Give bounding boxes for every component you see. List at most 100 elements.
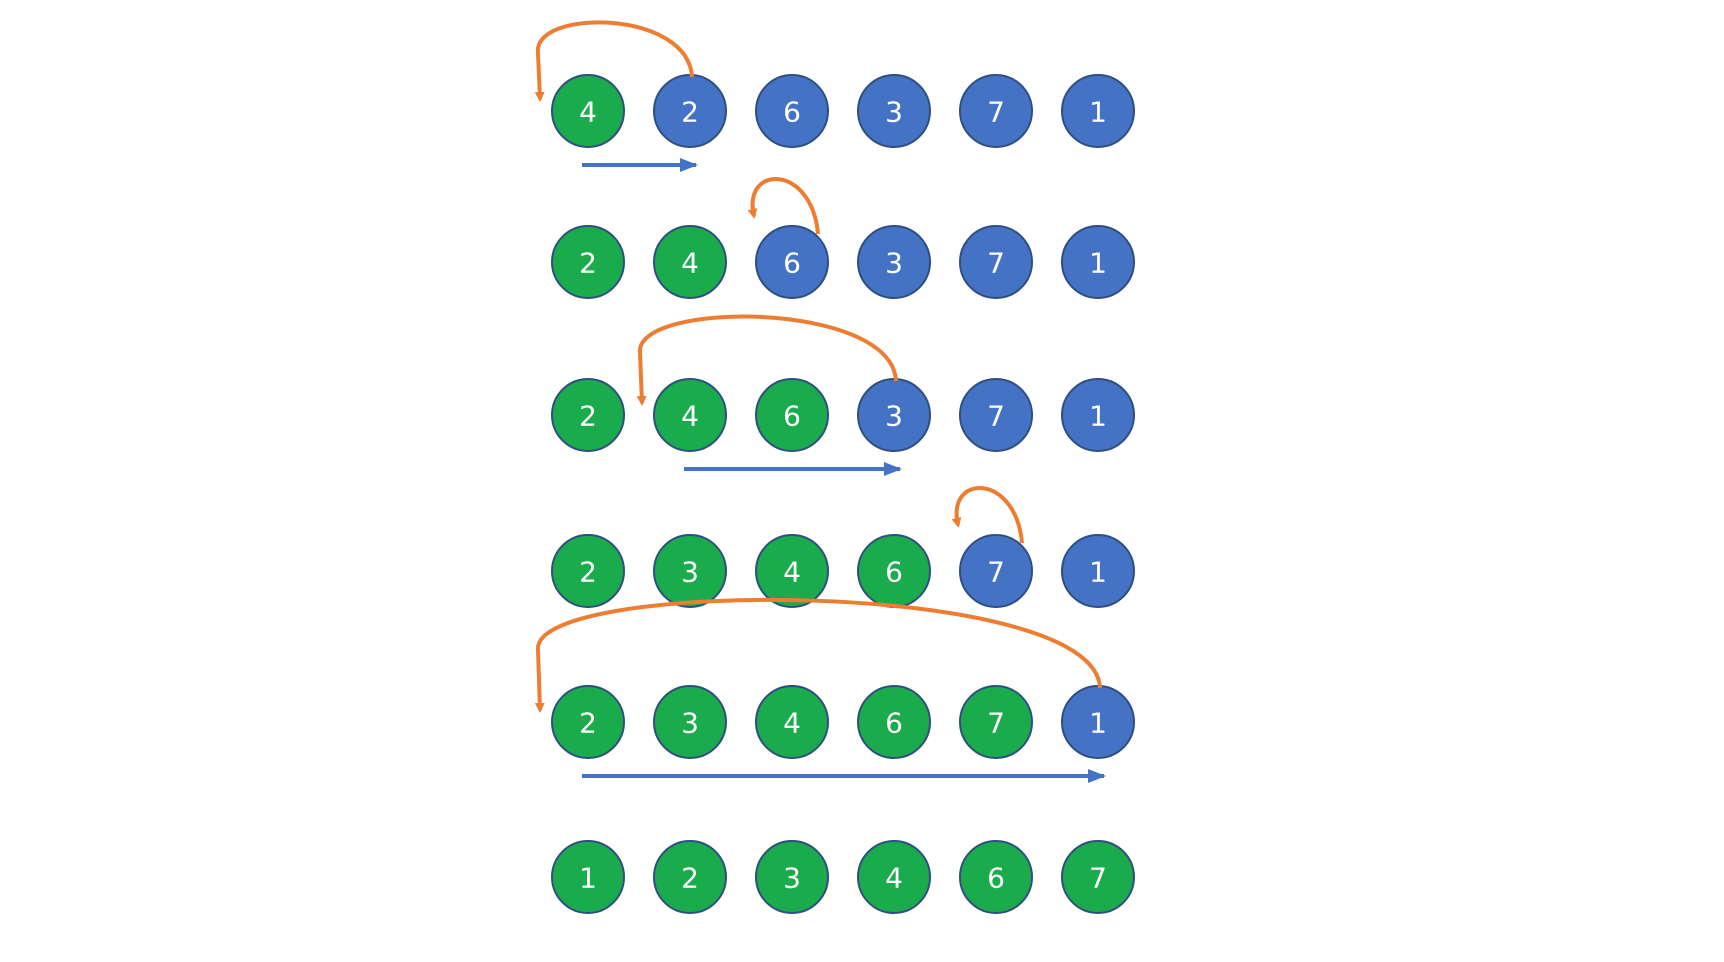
sorted-node-circle xyxy=(755,534,829,608)
array-node: 6 xyxy=(959,840,1033,914)
sorted-node-circle xyxy=(551,685,625,759)
node-value: 7 xyxy=(987,556,1005,589)
sorted-node-circle xyxy=(653,685,727,759)
sorted-node-circle xyxy=(653,534,727,608)
node-value: 4 xyxy=(783,556,801,589)
node-value: 6 xyxy=(987,862,1005,895)
node-value: 2 xyxy=(681,96,699,129)
node-value: 6 xyxy=(885,556,903,589)
array-node: 7 xyxy=(959,225,1033,299)
node-value: 4 xyxy=(579,96,597,129)
node-value: 2 xyxy=(579,707,597,740)
node-value: 3 xyxy=(885,96,903,129)
sorted-node-circle xyxy=(653,840,727,914)
array-node: 1 xyxy=(1061,378,1135,452)
array-node: 6 xyxy=(857,534,931,608)
sorted-node-circle xyxy=(755,378,829,452)
sorted-node-circle xyxy=(551,378,625,452)
unsorted-node-circle xyxy=(857,225,931,299)
node-value: 1 xyxy=(1089,556,1107,589)
array-node: 6 xyxy=(857,685,931,759)
node-value: 2 xyxy=(579,247,597,280)
sorted-node-circle xyxy=(551,74,625,148)
unsorted-node-circle xyxy=(959,378,1033,452)
node-value: 4 xyxy=(885,862,903,895)
node-value: 4 xyxy=(681,400,699,433)
array-node: 7 xyxy=(959,378,1033,452)
array-node: 7 xyxy=(959,534,1033,608)
node-value: 3 xyxy=(885,400,903,433)
unsorted-node-circle xyxy=(755,225,829,299)
array-node: 3 xyxy=(857,225,931,299)
sorted-node-circle xyxy=(653,225,727,299)
node-value: 1 xyxy=(1089,247,1107,280)
sorted-node-circle xyxy=(959,840,1033,914)
sorted-node-circle xyxy=(653,378,727,452)
array-node: 6 xyxy=(755,378,829,452)
node-value: 3 xyxy=(681,707,699,740)
node-value: 2 xyxy=(579,400,597,433)
node-value: 2 xyxy=(579,556,597,589)
array-node: 2 xyxy=(551,685,625,759)
sorted-node-circle xyxy=(959,685,1033,759)
insert-arc xyxy=(951,486,1024,544)
array-node: 1 xyxy=(1061,685,1135,759)
array-node: 2 xyxy=(551,225,625,299)
node-value: 7 xyxy=(987,96,1005,129)
sorted-node-circle xyxy=(857,685,931,759)
node-value: 4 xyxy=(681,247,699,280)
array-node: 1 xyxy=(551,840,625,914)
array-node: 3 xyxy=(653,685,727,759)
array-node: 4 xyxy=(551,74,625,148)
array-node: 7 xyxy=(1061,840,1135,914)
node-value: 3 xyxy=(681,556,699,589)
insert-arc xyxy=(747,177,820,235)
sorted-node-circle xyxy=(755,840,829,914)
sorted-node-circle xyxy=(857,840,931,914)
unsorted-node-circle xyxy=(1061,74,1135,148)
node-value: 6 xyxy=(783,400,801,433)
unsorted-node-circle xyxy=(959,534,1033,608)
array-node: 3 xyxy=(755,840,829,914)
array-node: 1 xyxy=(1061,225,1135,299)
array-node: 7 xyxy=(959,74,1033,148)
node-value: 3 xyxy=(885,247,903,280)
array-node: 2 xyxy=(551,534,625,608)
node-value: 3 xyxy=(783,862,801,895)
node-value: 6 xyxy=(783,247,801,280)
array-node: 4 xyxy=(653,378,727,452)
array-node: 1 xyxy=(1061,74,1135,148)
unsorted-node-circle xyxy=(959,225,1033,299)
array-node: 4 xyxy=(653,225,727,299)
insert-arc xyxy=(534,598,1102,713)
node-value: 2 xyxy=(681,862,699,895)
array-node: 2 xyxy=(653,840,727,914)
node-value: 1 xyxy=(1089,96,1107,129)
unsorted-node-circle xyxy=(1061,225,1135,299)
array-node: 4 xyxy=(755,534,829,608)
step-row: 2 4 6 3 7 1 xyxy=(551,314,1135,476)
array-node: 3 xyxy=(653,534,727,608)
sorted-node-circle xyxy=(551,225,625,299)
node-value: 1 xyxy=(1089,707,1107,740)
sorted-node-circle xyxy=(755,685,829,759)
array-node: 4 xyxy=(857,840,931,914)
node-value: 4 xyxy=(783,707,801,740)
array-node: 6 xyxy=(755,225,829,299)
array-node: 6 xyxy=(755,74,829,148)
sorted-node-circle xyxy=(551,840,625,914)
node-value: 7 xyxy=(987,400,1005,433)
unsorted-node-circle xyxy=(1061,378,1135,452)
step-row: 4 2 6 3 7 1 xyxy=(534,20,1135,172)
array-node: 3 xyxy=(857,378,931,452)
insert-arc xyxy=(636,314,898,406)
node-value: 6 xyxy=(783,96,801,129)
unsorted-node-circle xyxy=(755,74,829,148)
insert-arc xyxy=(534,20,694,102)
node-value: 7 xyxy=(1089,862,1107,895)
array-node: 7 xyxy=(959,685,1033,759)
step-row: 2 4 6 3 7 1 xyxy=(551,177,1135,299)
